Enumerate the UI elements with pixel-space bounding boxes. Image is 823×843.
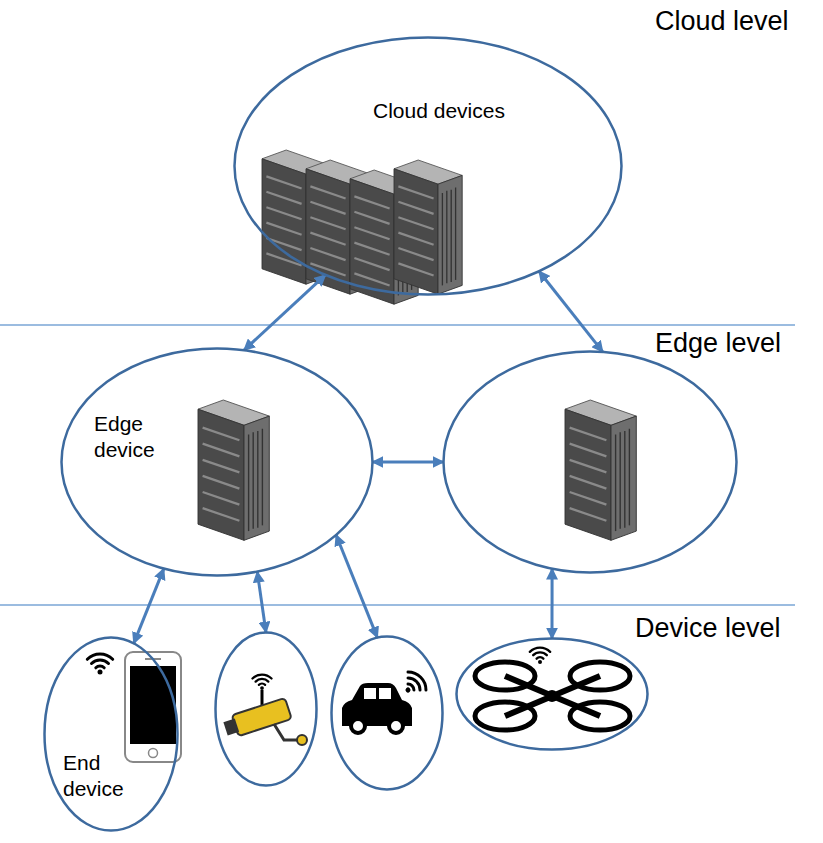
connector-arrow: [539, 271, 603, 352]
node-text: Edge device: [94, 411, 172, 464]
level-divider: [0, 604, 795, 606]
server-rack: [198, 400, 269, 540]
ellipse-outline: [45, 638, 178, 831]
connector-arrow: [551, 569, 554, 639]
cloud-servers: [262, 150, 462, 304]
wifi-symbol: [252, 675, 271, 690]
smartphone: [125, 652, 181, 762]
drone-rotor: [570, 702, 630, 730]
camera: [222, 675, 307, 745]
ellipse-outline: [444, 352, 737, 573]
camera-mount: [274, 724, 300, 740]
ellipse-outline: [457, 639, 648, 750]
server-rack: [565, 400, 636, 540]
phone-screen: [130, 666, 176, 744]
ellipse-outline: [235, 38, 622, 295]
node-text: Cloud devices: [373, 98, 505, 124]
connector-arrow: [373, 461, 444, 464]
node-ellipse: [214, 631, 318, 787]
drone: [475, 648, 630, 730]
ellipse-outline: [442, 350, 738, 574]
ellipse-outline: [62, 349, 373, 576]
ellipse-outline: [332, 637, 443, 790]
ellipse-outline: [60, 347, 374, 577]
camera-body: [232, 698, 292, 736]
wifi-symbol: [87, 654, 112, 674]
drone-arm: [505, 676, 600, 716]
drone-rotor: [570, 662, 630, 690]
drone-rotor: [475, 662, 535, 690]
camera-lens: [223, 718, 239, 735]
level-label: Cloud level: [655, 5, 789, 37]
ellipse-outline: [233, 36, 623, 296]
wifi-symbol: [530, 648, 550, 664]
connector-arrow: [257, 572, 266, 633]
drone-body: [546, 690, 558, 702]
car-window: [379, 688, 391, 699]
server-rack: [394, 160, 462, 294]
connector-arrow: [336, 535, 377, 638]
phone-body: [125, 652, 181, 762]
camera-antenna: [261, 690, 264, 706]
phone-button: [149, 749, 158, 758]
car: [342, 668, 430, 733]
wifi-symbol: [397, 668, 429, 700]
camera-mount: [297, 735, 307, 745]
level-label: Edge level: [655, 327, 781, 359]
drone-arm: [505, 676, 600, 716]
ellipse-outline: [43, 636, 179, 832]
node-ellipse: [455, 637, 649, 751]
node-ellipse: End device: [43, 636, 179, 832]
node-ellipse: [442, 350, 738, 574]
car-wheel: [389, 719, 403, 733]
connector-arrow: [134, 569, 164, 644]
node-ellipse: [330, 635, 444, 791]
ellipse-outline: [455, 637, 649, 751]
level-divider: [0, 324, 795, 326]
drone-rotor: [475, 702, 535, 730]
level-label: Device level: [635, 612, 781, 644]
car-wheel: [351, 719, 365, 733]
node-text: End device: [63, 750, 127, 803]
ellipse-outline: [216, 633, 317, 786]
car-window: [364, 688, 376, 699]
connector-arrow: [244, 275, 325, 350]
node-ellipse: Cloud devices: [233, 36, 623, 296]
node-ellipse: Edge device: [60, 347, 374, 577]
ellipse-outline: [214, 631, 318, 787]
ellipse-outline: [330, 635, 444, 791]
